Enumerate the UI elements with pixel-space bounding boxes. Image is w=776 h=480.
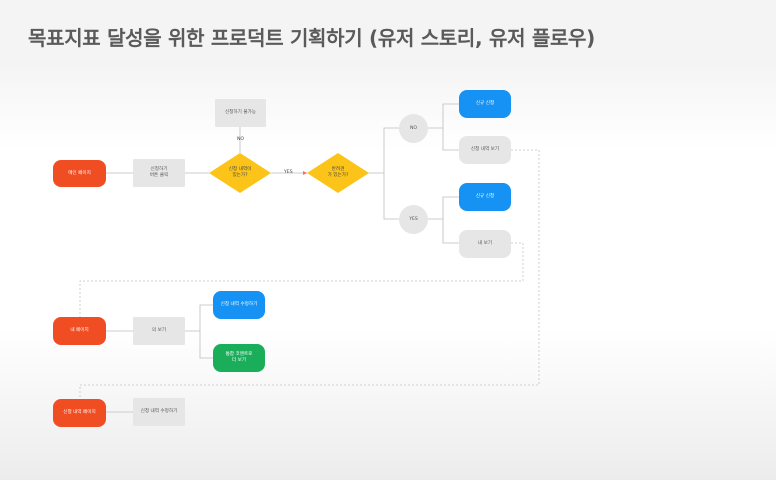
- node-no[interactable]: NO: [399, 114, 428, 143]
- node-has-history-label: 신청 내역이 있는가?: [228, 167, 252, 178]
- edge-info-to-edit: [185, 304, 213, 332]
- edge-label-no: NO: [237, 137, 245, 142]
- diamond-shape: [209, 153, 271, 193]
- edge-to-yes: [383, 173, 399, 220]
- edge-to-no: [368, 127, 399, 174]
- node-has-pet-decision[interactable]: 반려견 가 있는가?: [307, 153, 369, 193]
- node-yes-label: YES: [409, 216, 418, 222]
- edge-yes-to-new: [428, 196, 459, 220]
- node-has-history-decision[interactable]: 신청 내역이 있는가?: [209, 153, 271, 193]
- node-apply-button-label: 신청하기 버튼 클릭: [149, 167, 169, 178]
- edge-no-to-new: [428, 103, 459, 129]
- node-history-page-label: 신청 내역 페이지: [63, 410, 96, 415]
- edge-info-to-total: [199, 331, 213, 359]
- node-view-history-top-label: 신청 내역 보기: [470, 147, 500, 152]
- node-total-view-label: 통합 코멘트로 더 보기: [225, 352, 253, 363]
- node-history-edit[interactable]: 신청 내역 수정하기: [133, 398, 185, 426]
- node-history-page[interactable]: 신청 내역 페이지: [53, 399, 106, 427]
- node-history-edit-label: 신청 내역 수정하기: [140, 409, 178, 414]
- node-yes[interactable]: YES: [399, 205, 428, 234]
- node-view-history-top[interactable]: 신청 내역 보기: [459, 136, 511, 164]
- node-new-apply-bottom[interactable]: 신규 신청: [459, 183, 511, 211]
- node-has-pet-label: 반려견 가 있는가?: [327, 167, 349, 178]
- node-no-label: NO: [409, 125, 418, 131]
- page-title: 목표지표 달성을 위한 프로덕트 기획하기 (유저 스토리, 유저 플로우): [28, 26, 595, 50]
- node-new-apply-top-label: 신규 신청: [475, 101, 495, 106]
- node-main-page-label: 메인 페이지: [68, 170, 91, 176]
- node-my-page-label: 내 페이지: [70, 328, 89, 333]
- node-my-view-label: 내 보기: [477, 241, 493, 246]
- node-apply-button[interactable]: 신청하기 버튼 클릭: [133, 159, 185, 187]
- node-my-view[interactable]: 내 보기: [459, 230, 511, 258]
- dashed-link-my-view: [79, 242, 524, 317]
- edge-no-to-view: [442, 128, 459, 151]
- node-my-page[interactable]: 내 페이지: [53, 317, 106, 345]
- node-apply-unavailable-label: 신청하기 불가능: [224, 110, 257, 115]
- node-total-view[interactable]: 통합 코멘트로 더 보기: [213, 344, 265, 372]
- node-apply-unavailable[interactable]: 신청하기 불가능: [215, 99, 266, 127]
- edge-label-yes: YES: [284, 170, 293, 175]
- node-new-apply-top[interactable]: 신규 신청: [459, 90, 511, 118]
- edge-yes-to-view: [442, 219, 459, 244]
- node-info-view-label: 의 보기: [151, 328, 167, 333]
- node-info-view[interactable]: 의 보기: [133, 317, 185, 345]
- arrowhead-yes: [303, 171, 307, 175]
- node-new-apply-bottom-label: 신규 신청: [475, 194, 495, 199]
- node-edit-history-label: 신청 내역 수정하기: [220, 302, 258, 307]
- diamond-shape: [307, 153, 369, 193]
- node-main-page[interactable]: 메인 페이지: [53, 160, 106, 187]
- node-edit-history[interactable]: 신청 내역 수정하기: [213, 291, 265, 319]
